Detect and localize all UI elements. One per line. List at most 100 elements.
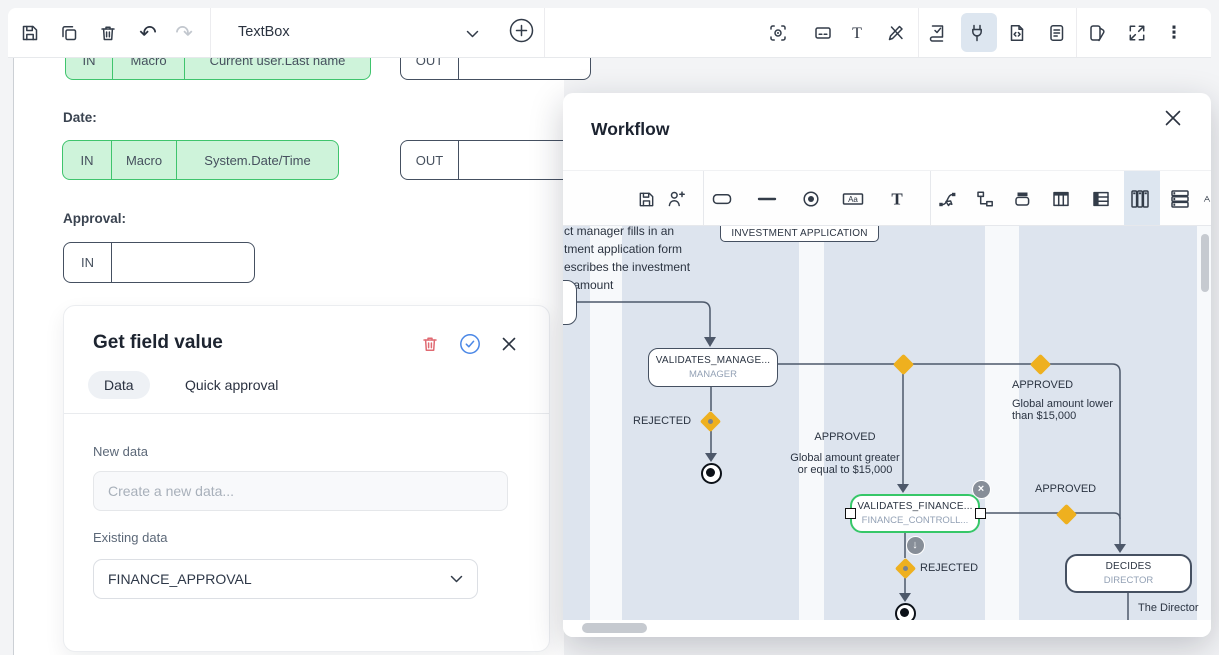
connection-handle-right[interactable] [974,507,986,519]
form-field-date[interactable]: IN Macro System.Date/Time [62,140,339,180]
save-icon[interactable] [632,185,660,213]
modal-footer [563,620,1211,637]
field-macro-value: System.Date/Time [176,141,338,179]
source-code-icon[interactable] [1003,19,1031,47]
duplicate-icon[interactable] [55,19,83,47]
field-out-value[interactable] [458,41,590,79]
node-start[interactable] [563,280,577,325]
top-toolbar: ↶ ↷ TextBox T ⋮ [8,8,1211,58]
close-icon[interactable] [498,333,520,355]
field-out-tag: OUT [415,152,444,168]
toolbar-separator [544,8,545,57]
vertical-lanes-icon[interactable] [1126,185,1154,213]
field-in-tag: IN [80,152,94,168]
chevron-down-icon [450,575,463,583]
end-node-icon[interactable] [797,185,825,213]
existing-data-select[interactable]: FINANCE_APPROVAL [93,559,478,599]
edge-label-approved-greater: APPROVED Global amount greater or equal … [790,431,900,476]
active-tool-highlight [961,13,997,52]
line-icon[interactable] [753,185,781,213]
end-node[interactable] [894,602,916,620]
connector-icon[interactable] [933,185,961,213]
field-in-tag: IN [81,255,94,270]
script-icon[interactable] [1043,19,1071,47]
container-icon[interactable] [1009,185,1037,213]
vertical-scrollbar[interactable] [1201,234,1209,292]
confirm-icon[interactable] [459,333,481,355]
node-validates-manager[interactable]: VALIDATES_MANAGE... MANAGER [648,348,778,387]
remove-node-badge[interactable]: × [971,479,991,499]
workflow-toolbar: Aa T [563,170,1211,226]
diamond-dot [902,565,908,571]
more-icon[interactable]: ⋮ [1165,23,1183,42]
new-data-label: New data [93,444,148,459]
toolbar-separator [703,171,704,225]
node-validates-finance[interactable]: VALIDATES_FINANCE... FINANCE_CONTROLL... [850,494,980,533]
toolbar-separator [918,8,919,57]
approval-field-label: Approval: [63,211,127,226]
expand-down-badge[interactable]: ↓ [905,535,925,555]
form-field-approval-in[interactable]: IN [63,242,255,283]
edge-label-approved-finance: APPROVED [1035,483,1097,495]
field-in-value[interactable] [111,243,254,282]
new-data-input[interactable] [93,471,508,511]
diamond-dot [707,418,713,424]
connections-icon[interactable] [963,19,991,47]
date-field-label: Date: [63,110,97,125]
node-decides-director[interactable]: DECIDES DIRECTOR [1065,554,1192,593]
workflow-edges [577,301,1129,620]
id-card-icon[interactable] [809,19,837,47]
svg-text:Aa: Aa [848,195,858,204]
get-field-value-panel: Get field value Data Quick approval New … [63,305,550,652]
tab-quick-approval[interactable]: Quick approval [185,377,279,393]
workflow-modal: Workflow Aa T [563,93,1211,637]
add-user-icon[interactable] [662,185,690,213]
toolbar-separator [210,8,211,57]
field-out-value[interactable] [458,141,590,179]
toolbar-separator [930,171,931,225]
themes-icon[interactable] [1084,19,1112,47]
text-icon[interactable]: T [843,19,871,47]
fullscreen-icon[interactable] [1123,19,1151,47]
redo-icon[interactable]: ↷ [175,21,193,45]
workflow-modal-title: Workflow [591,119,670,139]
edge-label-rejected-finance: REJECTED [920,562,979,574]
chevron-down-icon[interactable] [466,30,479,38]
delete-icon[interactable] [94,19,122,47]
panel-divider [64,413,549,414]
text-icon[interactable]: T [883,185,911,213]
table-columns-icon[interactable] [1047,185,1075,213]
clipped-tool-icon[interactable] [1203,185,1211,213]
lane-label-director: The Director [1138,602,1199,614]
save-icon[interactable] [16,19,44,47]
field-macro-tag: Macro [111,141,176,179]
close-icon[interactable] [1161,106,1185,130]
form-field-out-2[interactable]: OUT [400,140,591,180]
existing-data-label: Existing data [93,530,168,545]
horizontal-scrollbar[interactable] [582,623,647,633]
preview-icon[interactable] [764,19,792,47]
validations-icon[interactable] [923,19,951,47]
connection-handle-left[interactable] [844,507,856,519]
textbox-icon[interactable]: Aa [839,185,867,213]
toolbar-separator [1076,8,1077,57]
org-chart-icon[interactable] [971,185,999,213]
delete-icon[interactable] [419,333,441,355]
rectangle-icon[interactable] [708,185,736,213]
add-element-button[interactable] [509,18,534,43]
horizontal-lanes-icon[interactable] [1166,185,1194,213]
undo-icon[interactable]: ↶ [139,21,157,45]
element-selector[interactable]: TextBox [238,24,290,40]
design-tools-icon[interactable] [882,19,910,47]
node-investment-application[interactable]: INVESTMENT APPLICATION [720,226,879,242]
workflow-canvas[interactable]: ct manager fills in an tment application… [563,226,1211,620]
tab-data[interactable]: Data [88,371,150,399]
end-node[interactable] [700,462,722,484]
edge-label-approved-lower: APPROVED Global amount lower than $15,00… [1012,379,1113,422]
existing-data-value: FINANCE_APPROVAL [108,571,252,587]
svg-text:T: T [852,25,862,42]
table-rows-icon[interactable] [1087,185,1115,213]
svg-text:T: T [891,190,903,209]
edge-label-rejected-manager: REJECTED [633,415,692,427]
panel-title: Get field value [93,332,223,353]
